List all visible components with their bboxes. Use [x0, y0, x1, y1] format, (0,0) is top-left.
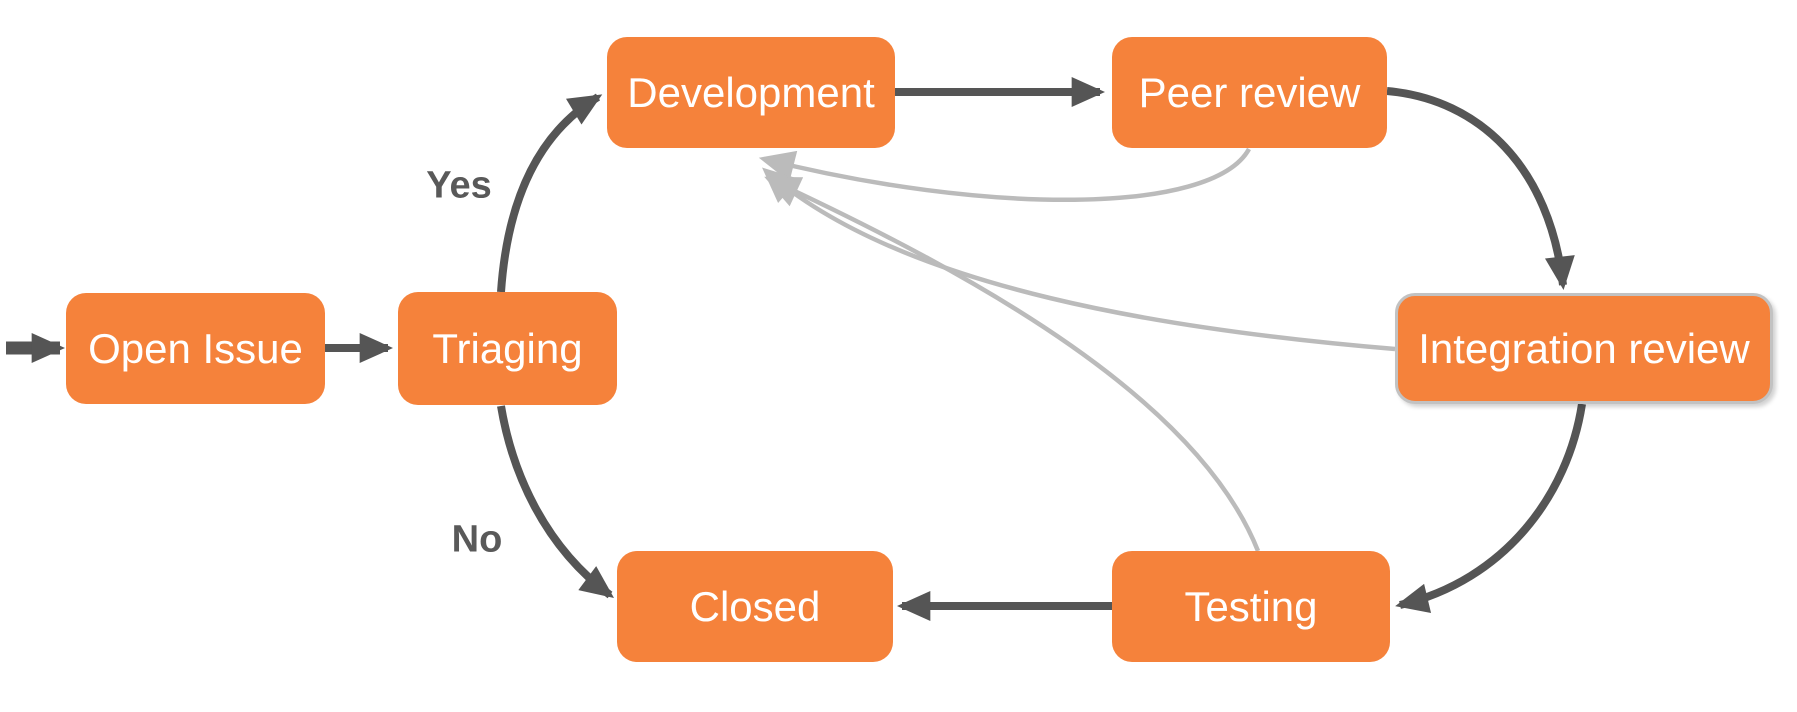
edge-integration-review-to-development	[761, 167, 1396, 352]
edge-integration-review-to-testing	[1395, 403, 1586, 614]
edge-label-no: No	[451, 518, 503, 561]
edge-peer-review-to-integration-review	[1386, 87, 1575, 290]
node-open-issue[interactable]: Open Issue	[66, 293, 325, 404]
edge-label-yes: Yes	[426, 164, 492, 207]
edge-testing-to-development	[764, 176, 1261, 552]
node-triaging[interactable]: Triaging	[398, 292, 617, 405]
edge-triaging-to-development-yes	[497, 93, 603, 293]
node-development[interactable]: Development	[607, 37, 895, 148]
edge-peer-review-to-development	[758, 147, 1251, 202]
node-integration-review[interactable]: Integration review	[1395, 293, 1773, 404]
node-closed[interactable]: Closed	[617, 551, 893, 662]
node-peer-review[interactable]: Peer review	[1112, 37, 1387, 148]
node-testing[interactable]: Testing	[1112, 551, 1390, 662]
edge-triaging-to-closed-no	[497, 405, 615, 599]
